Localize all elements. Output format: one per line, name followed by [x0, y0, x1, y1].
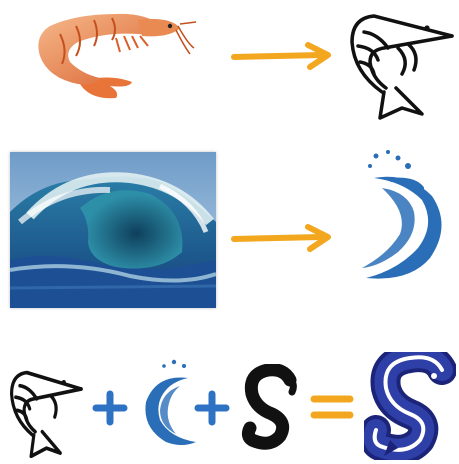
shrimp-outline-icon	[6, 366, 84, 458]
plus-icon	[92, 390, 128, 426]
black-script-s-icon	[238, 364, 300, 450]
blue-wave-splash-icon	[352, 148, 452, 284]
plus-icon	[194, 390, 230, 426]
equals-icon	[310, 392, 354, 422]
shrimp-outline-icon	[344, 8, 456, 120]
shrimp-photo	[20, 4, 196, 104]
blue-s-logo-icon	[364, 352, 456, 460]
shrimp-photo-graphic	[20, 4, 196, 104]
arrow-icon	[230, 224, 334, 252]
arrow-icon	[230, 42, 334, 70]
blue-wave-c-icon	[136, 356, 200, 448]
ocean-wave-photo	[10, 152, 216, 308]
